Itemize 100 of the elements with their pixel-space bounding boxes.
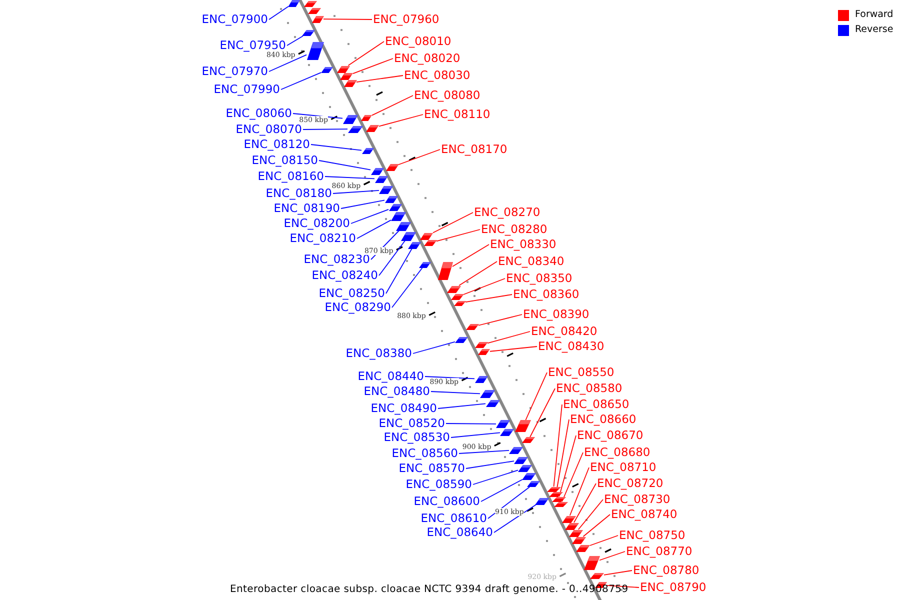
gene-feature	[455, 337, 468, 343]
gene-label: ENC_08480	[364, 385, 430, 398]
gene-feature	[366, 124, 379, 132]
gene-feature	[454, 300, 466, 306]
leader-line	[452, 244, 490, 267]
gene-label: ENC_08490	[370, 402, 437, 415]
gene-label: ENC_08710	[590, 461, 656, 474]
gene-feature	[480, 390, 495, 398]
gene-label: ENC_08440	[358, 370, 424, 383]
gene-label: ENC_08250	[318, 287, 385, 300]
gene-feature	[342, 114, 358, 124]
leader-line	[530, 388, 556, 438]
leader-line	[465, 294, 512, 302]
gene-feature	[384, 196, 398, 202]
leader-line	[412, 341, 456, 354]
gene-label: ENC_08110	[424, 108, 490, 121]
leader-line	[352, 58, 394, 74]
gene-label: ENC_08420	[531, 325, 598, 338]
gene-label: ENC_08770	[626, 545, 692, 558]
gene-label: ENC_08180	[266, 187, 332, 200]
gene-feature	[420, 232, 433, 240]
leader-line	[378, 114, 424, 127]
gene-feature	[408, 242, 420, 248]
gene-feature	[418, 262, 430, 268]
gene-label: ENC_08560	[392, 447, 458, 460]
legend-label: Forward	[855, 9, 894, 21]
gene-label: ENC_08520	[378, 417, 445, 430]
gene-feature	[554, 502, 568, 506]
gene-label: ENC_08210	[290, 232, 356, 245]
leader-line	[450, 432, 500, 438]
gene-feature	[438, 262, 452, 280]
leader-line	[302, 128, 348, 130]
gene-feature	[379, 186, 393, 194]
gene-feature	[391, 212, 406, 220]
gene-feature	[288, 0, 300, 6]
gene-label: ENC_08670	[577, 429, 644, 442]
gene-feature	[500, 428, 514, 436]
leader-line	[562, 452, 584, 502]
leader-line	[472, 470, 518, 485]
gene-label: ENC_08790	[640, 581, 706, 594]
gene-feature	[515, 420, 531, 432]
leader-line	[348, 41, 384, 66]
leader-line	[463, 278, 506, 295]
leader-line	[268, 6, 289, 20]
gene-label: ENC_08660	[570, 413, 636, 426]
gene-feature	[466, 324, 478, 330]
gene-feature	[370, 168, 384, 174]
gene-label: ENC_08570	[398, 462, 465, 475]
gene-feature	[361, 115, 372, 121]
leader-line	[590, 535, 618, 546]
gene-label: ENC_08680	[584, 446, 650, 459]
gene-label: ENC_08580	[556, 382, 622, 395]
gene-label: ENC_08240	[312, 269, 378, 282]
leader-line	[525, 372, 548, 420]
gene-label: ENC_08530	[384, 431, 450, 444]
gene-label: ENC_08380	[346, 347, 412, 360]
leader-line	[310, 144, 362, 151]
leader-line	[324, 176, 375, 180]
gene-label: ENC_08390	[523, 308, 590, 321]
gene-label: ENC_08600	[414, 495, 480, 508]
gene-feature	[584, 556, 600, 570]
gene-feature	[486, 400, 500, 406]
leader-line	[490, 346, 538, 352]
gene-feature	[518, 464, 532, 472]
leader-line	[606, 584, 640, 588]
gene-label: ENC_08010	[385, 35, 452, 48]
gene-feature	[308, 8, 320, 14]
gene-feature	[401, 232, 416, 240]
gene-label: ENC_08270	[474, 206, 540, 219]
gene-feature	[446, 286, 460, 292]
gene-label: ENC_08350	[506, 272, 572, 285]
gene-feature	[576, 544, 590, 552]
leader-line	[478, 314, 522, 326]
gene-label: ENC_08030	[404, 69, 470, 82]
gene-label: ENC_08780	[633, 564, 700, 577]
leader-line	[386, 248, 412, 294]
gene-feature	[509, 446, 523, 454]
leader-line	[599, 551, 626, 561]
gene-feature	[304, 1, 317, 7]
leader-line	[438, 403, 486, 409]
gene-feature	[590, 573, 604, 579]
leader-line	[466, 460, 514, 469]
leader-line	[350, 209, 389, 224]
gene-label: ENC_08070	[236, 123, 302, 136]
gene-feature	[522, 437, 535, 443]
gene-feature	[312, 16, 324, 22]
leader-line	[318, 160, 371, 170]
gene-label: ENC_08340	[498, 255, 564, 268]
gene-label: ENC_08590	[406, 478, 472, 491]
gene-feature	[474, 342, 488, 348]
gene-feature	[302, 30, 314, 36]
gene-label: ENC_08740	[611, 508, 678, 521]
gene-feature	[514, 456, 528, 464]
gene-label: ENC_08290	[324, 301, 391, 314]
gene-label: ENC_08200	[284, 217, 350, 230]
gene-feature	[450, 294, 464, 300]
gene-feature	[344, 80, 356, 86]
leader-line	[430, 391, 480, 394]
leader-line	[356, 75, 404, 83]
leader-line	[574, 483, 596, 523]
